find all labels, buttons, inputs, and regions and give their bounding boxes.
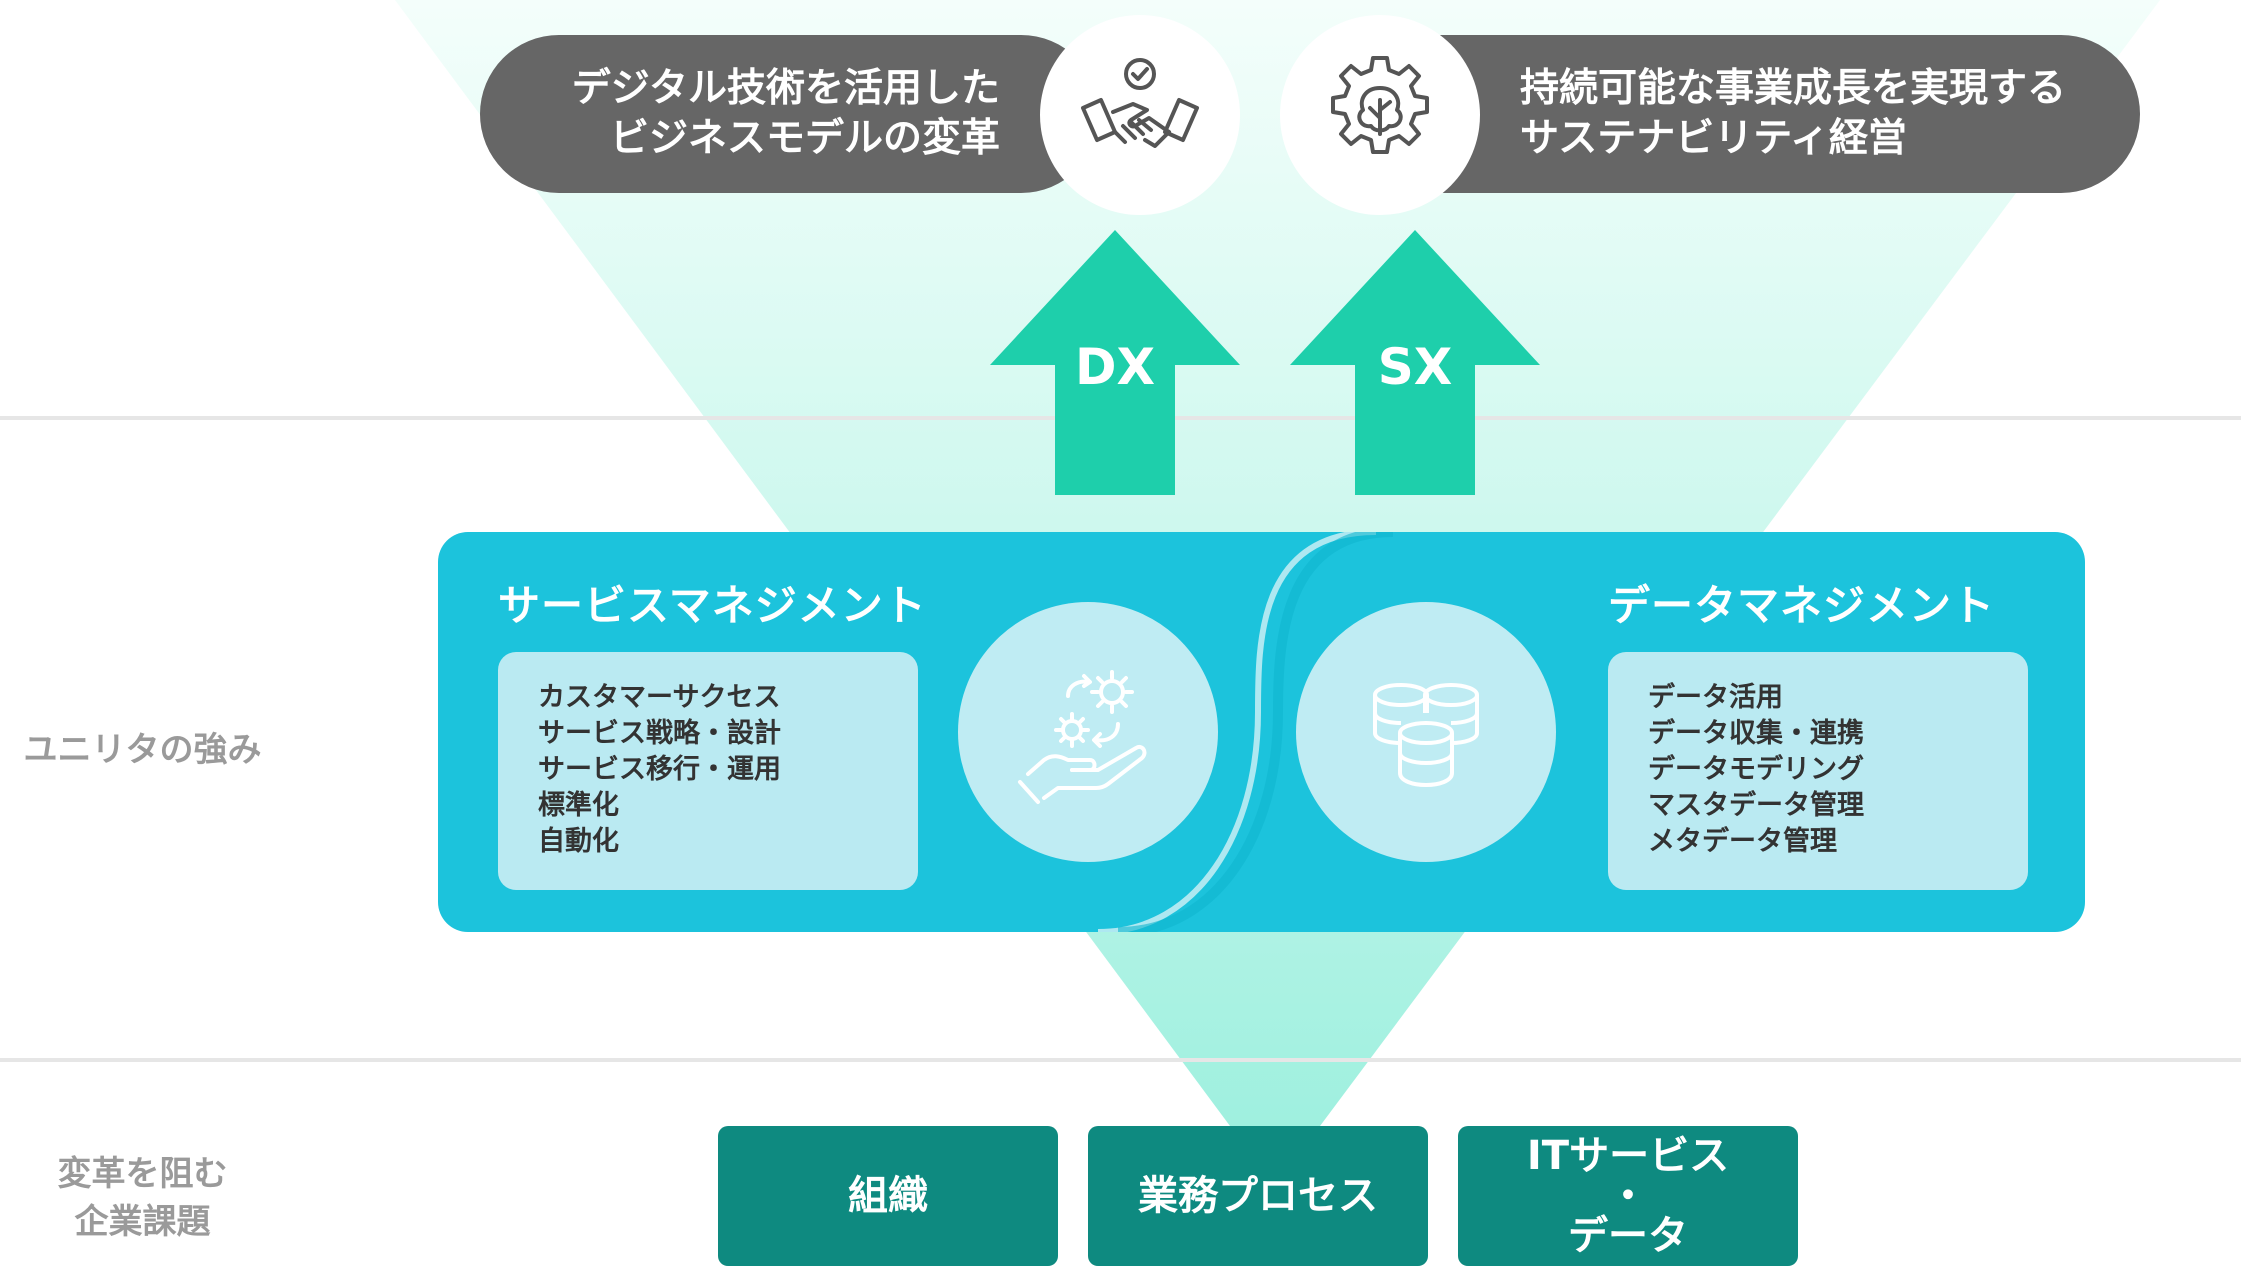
service-item: 自動化 — [538, 826, 619, 857]
service-icon-circle — [958, 602, 1218, 862]
data-item: マスタデータ管理 — [1648, 790, 1864, 821]
goal-sx-line1: 持続可能な事業成長を実現する — [1520, 66, 2067, 111]
sx-arrow-label: SX — [1377, 338, 1453, 396]
separator-bottom — [0, 1058, 2241, 1062]
service-list-box: カスタマーサクセス サービス戦略・設計 サービス移行・運用 標準化 自動化 — [498, 652, 918, 890]
panel-divider-curve — [1097, 532, 1394, 932]
goal-dx-icon-circle — [1040, 15, 1240, 215]
data-item: データ活用 — [1648, 682, 1783, 713]
issue-organization: 組織 — [718, 1126, 1058, 1266]
service-item: 標準化 — [538, 790, 619, 821]
strengths-panel: サービスマネジメント カスタマーサクセス サービス戦略・設計 サービス移行・運用… — [438, 532, 2085, 932]
goal-pill-sx: 持続可能な事業成長を実現する サステナビリティ経営 — [1340, 35, 2140, 193]
database-stack-icon — [1361, 683, 1479, 788]
data-management-title: データマネジメント — [1608, 581, 1996, 630]
service-management-title: サービスマネジメント — [498, 581, 927, 630]
data-item: メタデータ管理 — [1648, 826, 1837, 857]
goal-sx-line2: サステナビリティ経営 — [1520, 116, 1907, 161]
dx-arrow — [990, 230, 1240, 495]
data-item: データモデリング — [1648, 754, 1864, 785]
data-list-box: データ活用 データ収集・連携 データモデリング マスタデータ管理 メタデータ管理 — [1608, 652, 2028, 890]
issue-business-process: 業務プロセス — [1088, 1126, 1428, 1266]
handshake-check-icon — [1081, 58, 1199, 148]
strength-row-label: ユニリタの強み — [23, 730, 262, 770]
service-item: サービス移行・運用 — [538, 754, 781, 785]
data-icon-circle — [1296, 602, 1556, 862]
data-item: データ収集・連携 — [1648, 718, 1864, 749]
goal-dx-line1: デジタル技術を活用した — [571, 66, 1000, 111]
service-item: カスタマーサクセス — [538, 682, 781, 713]
sx-arrow — [1290, 230, 1540, 495]
hand-gears-icon — [1018, 670, 1147, 804]
goal-sx-icon-circle — [1280, 15, 1480, 215]
gear-tree-icon — [1331, 56, 1429, 154]
goal-dx-line2: ビジネスモデルの変革 — [609, 116, 1000, 161]
goal-pill-dx: デジタル技術を活用した ビジネスモデルの変革 — [480, 35, 1100, 193]
service-item: サービス戦略・設計 — [538, 718, 781, 749]
issue-it-service-data: ITサービス ・ データ — [1458, 1126, 1798, 1266]
issues-row-label: 変革を阻む 企業課題 — [57, 1154, 228, 1242]
dx-arrow-label: DX — [1074, 338, 1156, 396]
